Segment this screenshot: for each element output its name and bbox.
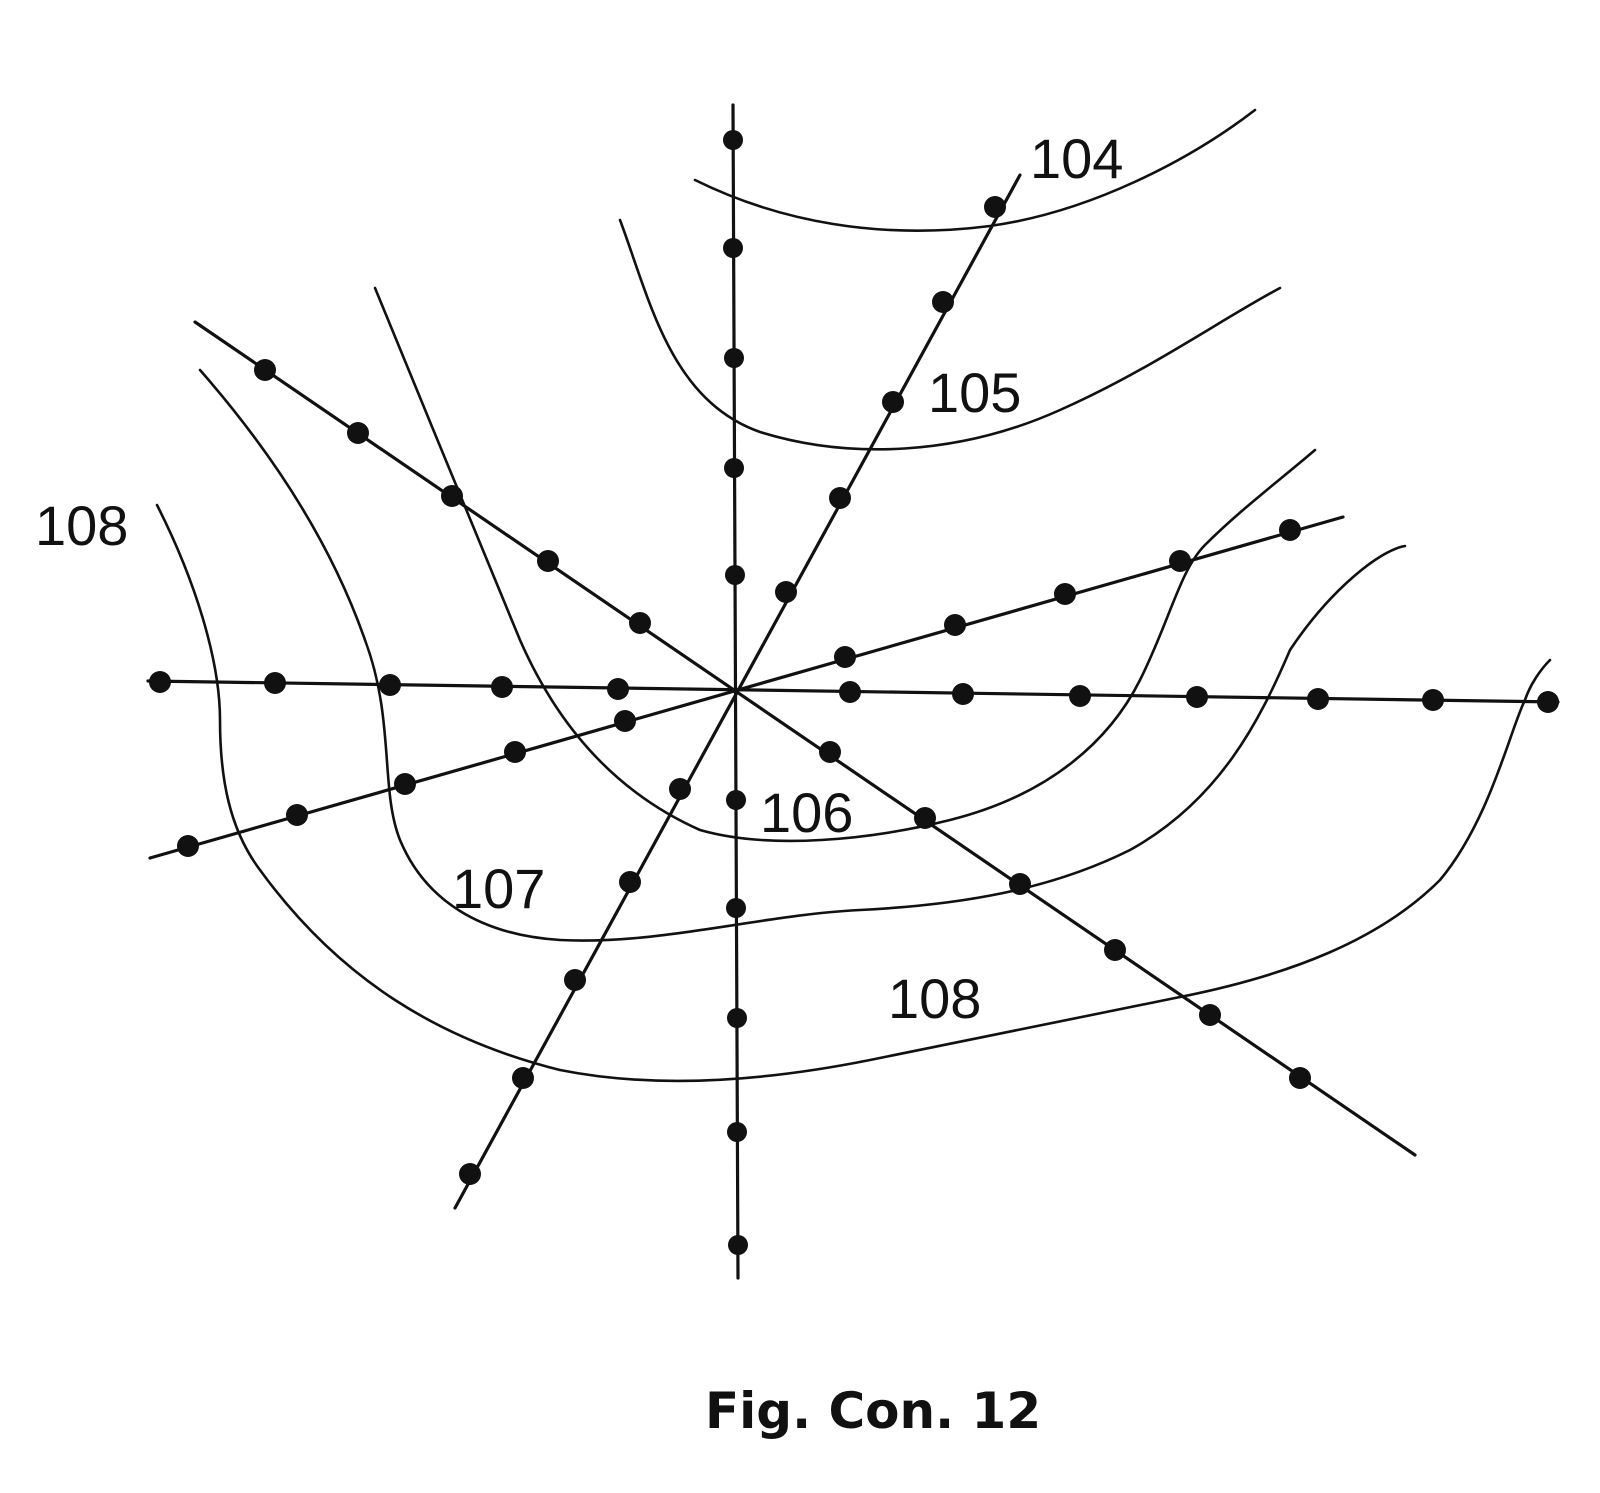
sample-point xyxy=(775,581,797,603)
sample-point xyxy=(724,458,744,478)
contour-curve-105 xyxy=(618,218,1282,451)
sample-point xyxy=(839,681,861,703)
sample-point xyxy=(564,969,586,991)
sample-point xyxy=(726,790,746,810)
label-104: 104 xyxy=(1030,127,1123,190)
sample-point xyxy=(932,291,954,313)
sample-point xyxy=(607,678,629,700)
contour-curve-106 xyxy=(373,286,1317,843)
label-107: 107 xyxy=(452,857,545,920)
sample-point xyxy=(1422,689,1444,711)
sample-point xyxy=(669,778,691,800)
sample-point xyxy=(537,550,559,572)
sample-point xyxy=(944,614,966,636)
sample-point xyxy=(1199,1004,1221,1026)
sample-point xyxy=(504,741,526,763)
sample-point xyxy=(347,422,369,444)
sample-points xyxy=(149,130,1559,1255)
sample-point xyxy=(512,1067,534,1089)
sample-point xyxy=(725,565,745,585)
sample-point xyxy=(1104,939,1126,961)
sample-point xyxy=(149,671,171,693)
sample-point xyxy=(723,130,743,150)
sample-point xyxy=(829,487,851,509)
sample-point xyxy=(1186,686,1208,708)
figure-caption: Fig. Con. 12 xyxy=(705,1382,1041,1440)
sample-point xyxy=(629,612,651,634)
label-106: 106 xyxy=(760,781,853,844)
contour-curves xyxy=(155,108,1552,1083)
contour-curve-108 xyxy=(155,503,1552,1083)
shallow-line-lower-left-to-upper-right xyxy=(148,515,1345,860)
sample-point xyxy=(819,741,841,763)
sample-point xyxy=(1307,688,1329,710)
sample-point xyxy=(394,773,416,795)
sample-point xyxy=(952,683,974,705)
sample-point xyxy=(1009,873,1031,895)
sample-point xyxy=(379,674,401,696)
label-105: 105 xyxy=(928,361,1021,424)
sample-point xyxy=(619,871,641,893)
sample-point xyxy=(459,1163,481,1185)
sample-point xyxy=(254,359,276,381)
label-108-left: 108 xyxy=(35,494,128,557)
sample-point xyxy=(984,196,1006,218)
sample-point xyxy=(834,646,856,668)
sample-point xyxy=(177,835,199,857)
sample-point xyxy=(286,804,308,826)
sample-point xyxy=(723,238,743,258)
sample-point xyxy=(1279,519,1301,541)
sample-point xyxy=(1054,583,1076,605)
sample-point xyxy=(1069,685,1091,707)
sample-point xyxy=(914,807,936,829)
sample-point xyxy=(1289,1067,1311,1089)
sample-point xyxy=(491,676,513,698)
sample-point xyxy=(264,672,286,694)
sample-point xyxy=(727,1008,747,1028)
diagonal-line-upper-left-to-lower-right xyxy=(193,320,1417,1157)
sample-point xyxy=(441,485,463,507)
sample-point xyxy=(726,898,746,918)
reference-labels: 104 105 106 107 108 108 xyxy=(35,127,1123,1030)
label-108-bottom: 108 xyxy=(888,967,981,1030)
sample-point xyxy=(1537,691,1559,713)
sample-point xyxy=(728,1235,748,1255)
sample-point xyxy=(882,391,904,413)
sample-point xyxy=(1169,550,1191,572)
contour-curve-104 xyxy=(693,108,1257,232)
sample-point xyxy=(614,710,636,732)
sample-point xyxy=(727,1122,747,1142)
contour-curve-107 xyxy=(198,368,1407,942)
sample-point xyxy=(724,348,744,368)
